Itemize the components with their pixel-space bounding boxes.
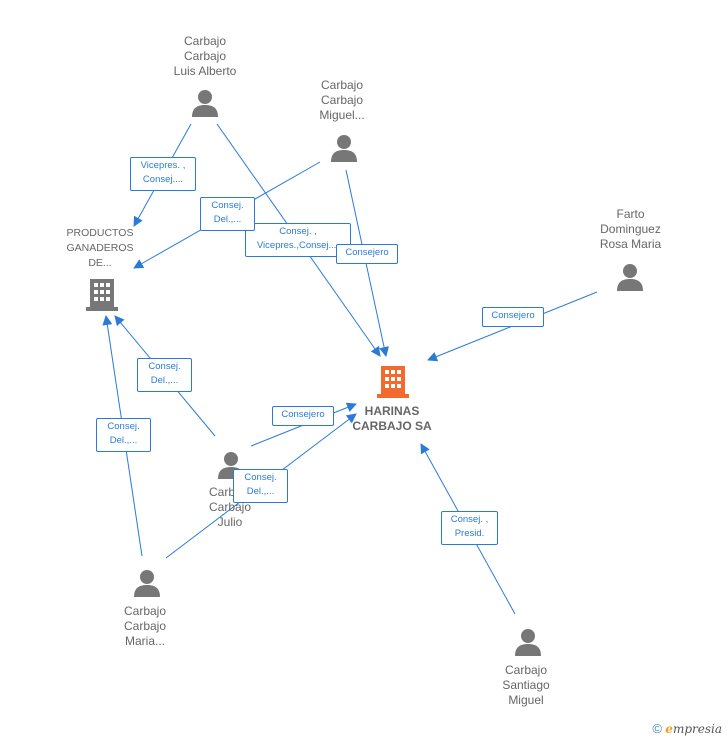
edge-label[interactable]: Consej. Del.,... (96, 418, 151, 452)
person-node-farto[interactable]: Farto Dominguez Rosa Maria (583, 207, 678, 252)
person-icon (192, 90, 218, 117)
footer-brand: © empresia (652, 721, 722, 736)
person-node-luis-alberto[interactable]: Carbajo Carbajo Luis Alberto (160, 34, 250, 79)
company-node-productos[interactable]: PRODUCTOS GANADEROS DE... (55, 226, 145, 271)
edge-label[interactable]: Consej. Del.,... (137, 358, 192, 392)
copyright-symbol: © (652, 721, 662, 736)
edge-label[interactable]: Consej. Del.,... (233, 469, 288, 503)
company-node-harinas[interactable]: HARINAS CARBAJO SA (340, 404, 444, 434)
person-node-santiago[interactable]: Carbajo Santiago Miguel (481, 663, 571, 708)
brand-logo: empresia (665, 722, 722, 736)
person-icon (134, 570, 160, 597)
node-label: HARINAS CARBAJO SA (352, 404, 432, 433)
person-icon (617, 264, 643, 291)
focus-building-icon (377, 366, 409, 398)
node-label: Farto Dominguez Rosa Maria (599, 207, 662, 251)
person-node-maria[interactable]: Carbajo Carbajo Maria... (100, 604, 190, 649)
edge-label[interactable]: Consej. , Vicepres.,Consej.... (245, 223, 351, 257)
edge-label[interactable]: Consejero (482, 307, 544, 327)
node-label: Carbajo Carbajo Maria... (123, 604, 167, 648)
person-icon (331, 135, 357, 162)
building-icon (86, 279, 118, 311)
edge-label[interactable]: Consej. Del.,... (200, 197, 255, 231)
edge-label[interactable]: Consejero (336, 244, 398, 264)
node-label: Carbajo Carbajo Miguel... (319, 78, 365, 122)
person-icon (515, 629, 541, 656)
node-label: Carbajo Santiago Miguel (502, 663, 550, 707)
edge-label[interactable]: Consejero (272, 406, 334, 426)
edge-label[interactable]: Vicepres. , Consej.... (130, 157, 196, 191)
node-label: Carbajo Carbajo Luis Alberto (173, 34, 237, 78)
person-node-miguel[interactable]: Carbajo Carbajo Miguel... (297, 78, 387, 123)
edge-label[interactable]: Consej. , Presid. (441, 511, 498, 545)
node-label: PRODUCTOS GANADEROS DE... (66, 227, 134, 269)
